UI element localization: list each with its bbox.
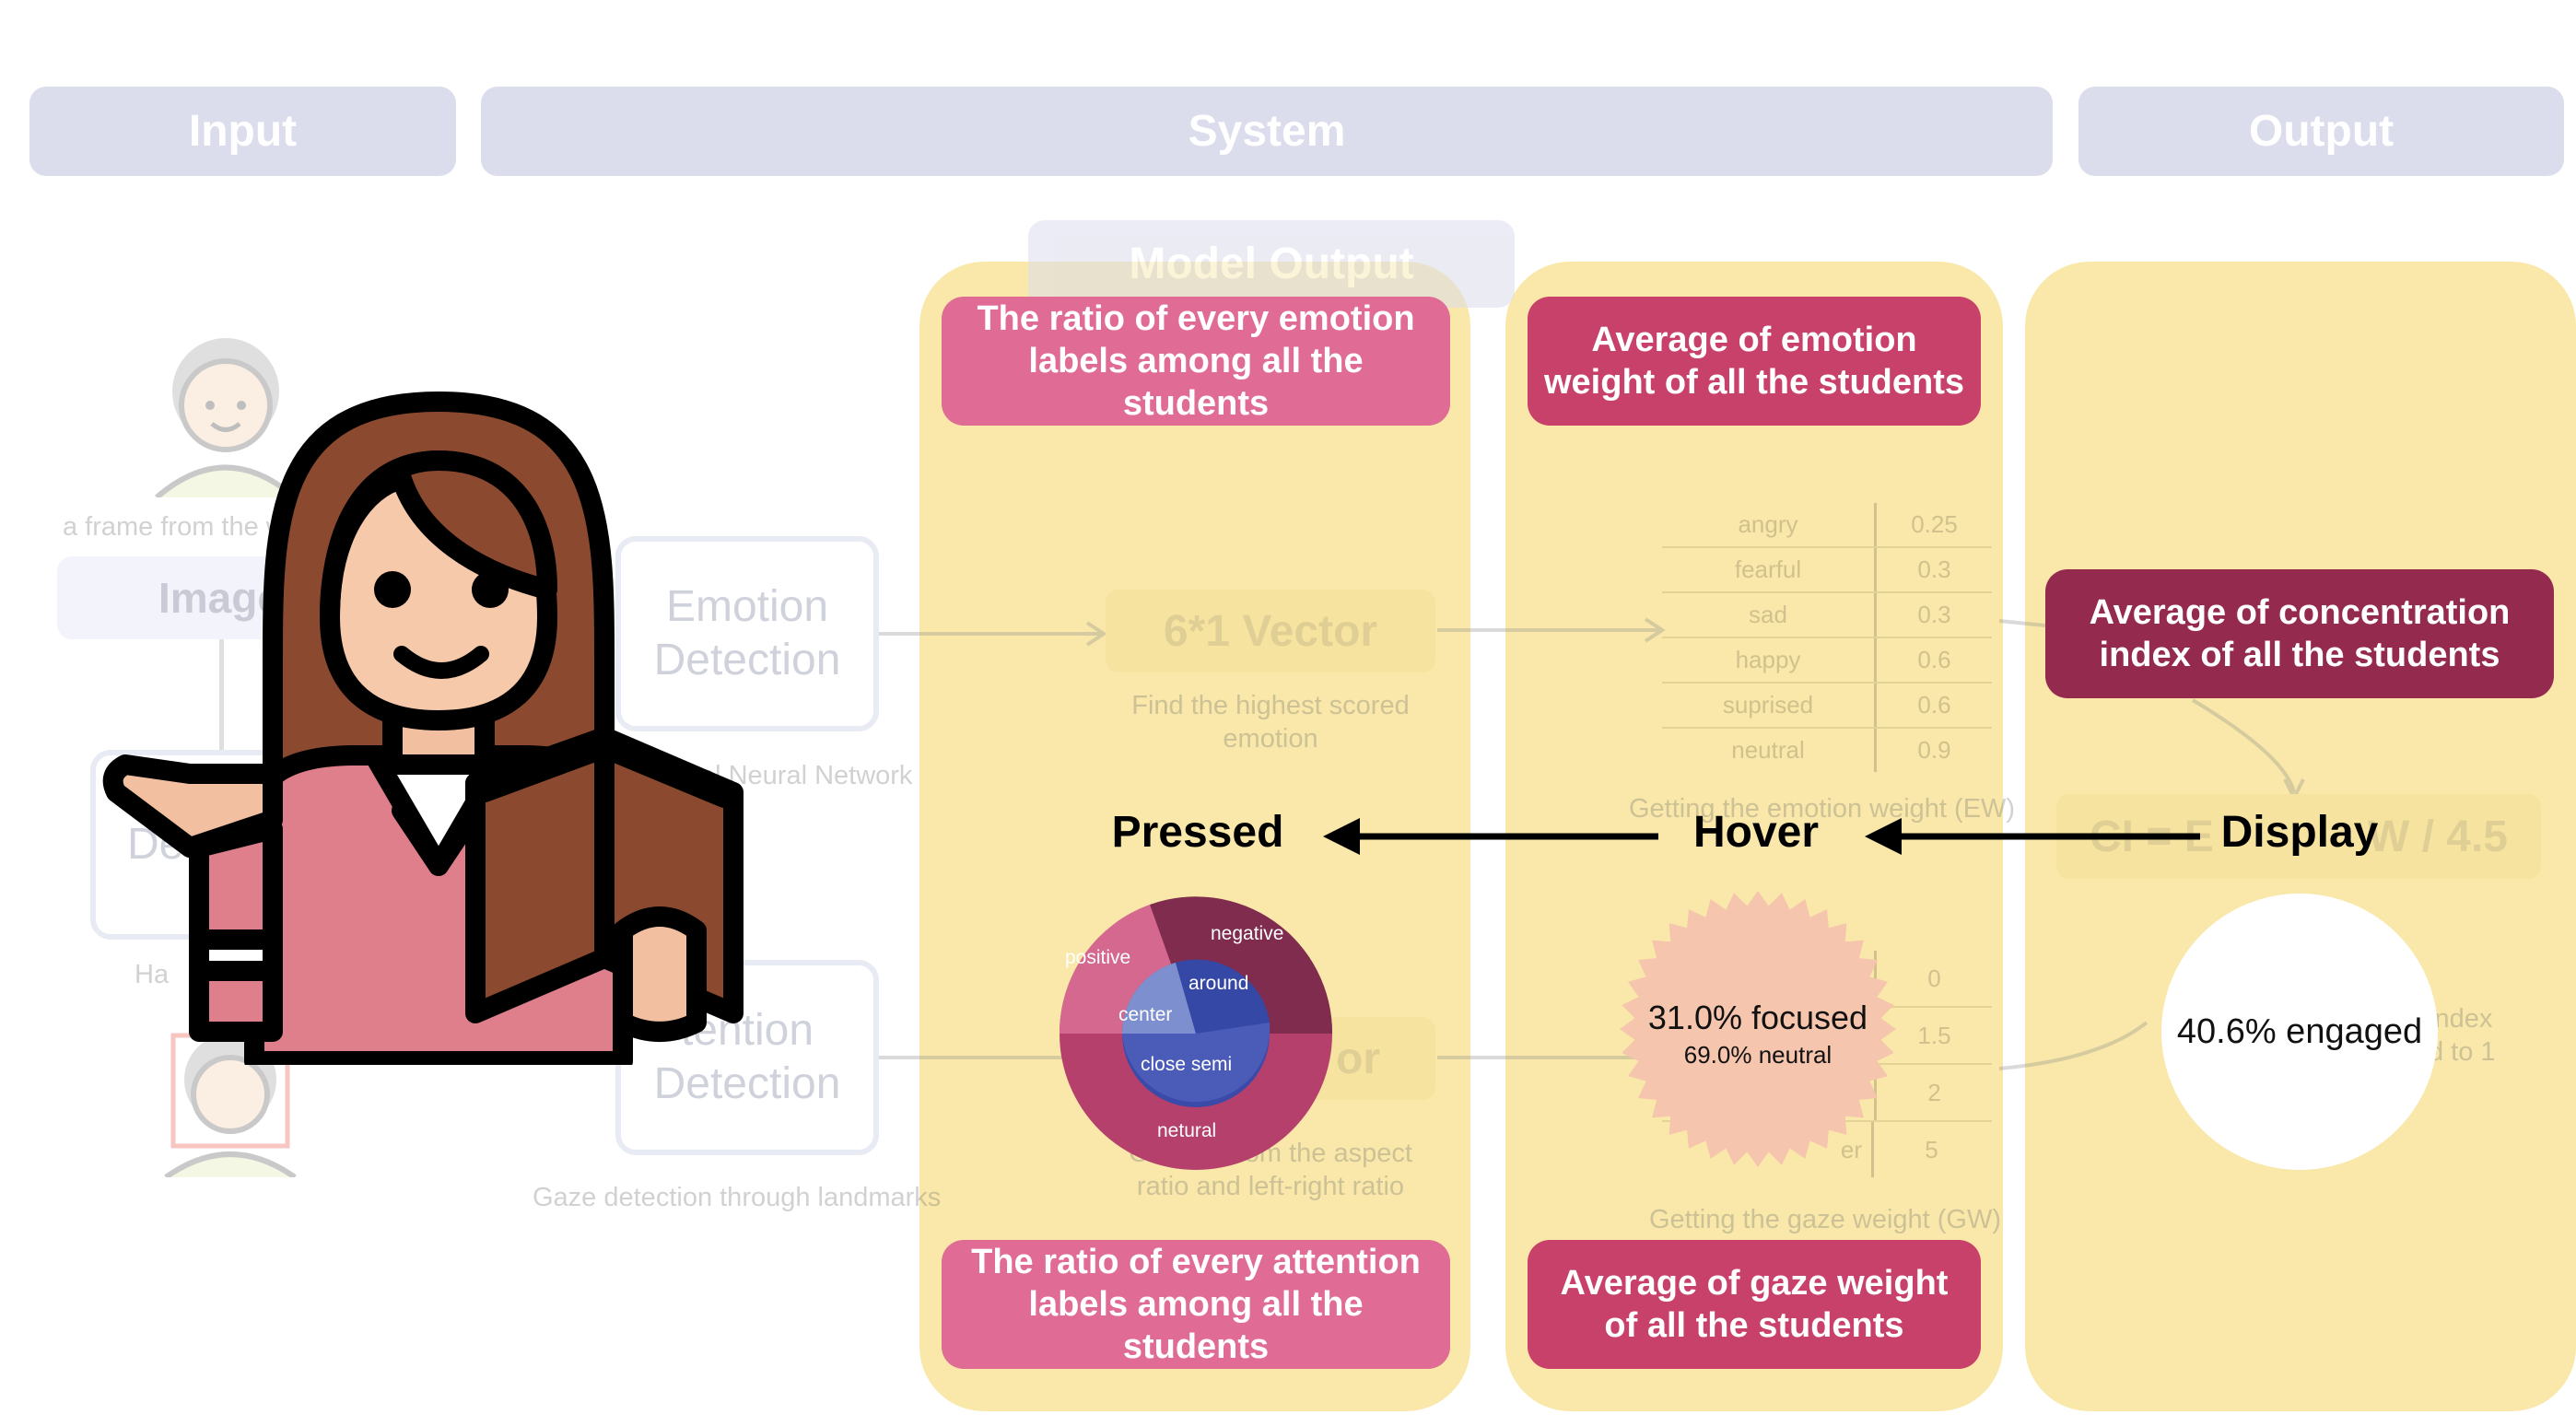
- table-cell: suprised: [1662, 684, 1877, 727]
- table-cell: 0.25: [1911, 510, 1958, 538]
- sunburst-label-around: around: [1188, 973, 1248, 994]
- table-cell: fearful: [1662, 548, 1877, 591]
- frame-caption: a frame from the w: [63, 512, 286, 542]
- avg-emotion-label: Average of emotion weight of all the stu…: [1528, 297, 1981, 426]
- sunburst-slice-around[interactable]: [1176, 959, 1270, 1034]
- sunburst-slice-close-semi[interactable]: [1122, 1023, 1270, 1103]
- table-cell: 0.3: [1917, 601, 1951, 628]
- output-header: Output: [2078, 87, 2564, 176]
- sunburst-label-positive: positive: [1065, 947, 1130, 968]
- table-row: sad 0.3: [1662, 593, 1992, 638]
- table-cell: happy: [1662, 638, 1877, 682]
- table-cell: sad: [1662, 593, 1877, 637]
- sunburst-label-center: center: [1118, 1004, 1172, 1025]
- hover-badge-starburst: [1620, 891, 1896, 1167]
- table-cell: angry: [1662, 503, 1877, 546]
- table-cell: 0.6: [1917, 691, 1951, 719]
- table-cell: 1.5: [1917, 1021, 1951, 1049]
- table-row: happy 0.6: [1662, 638, 1992, 684]
- input-header: Input: [29, 87, 456, 176]
- table-cell: 0: [1927, 964, 1941, 992]
- student-avatar-icon: [155, 338, 297, 497]
- attention-detection-caption: Gaze detection through landmarks: [533, 1183, 942, 1212]
- output-caption: index d to 1: [2429, 1002, 2496, 1069]
- vector-top-box: 6*1 Vector: [1106, 590, 1435, 672]
- output-caption-line2: d to 1: [2429, 1037, 2496, 1067]
- table-cell: 0.9: [1917, 736, 1951, 764]
- image-label: Image: [158, 574, 281, 622]
- ratio-emotion-label: The ratio of every emotion labels among …: [942, 297, 1450, 426]
- avg-concentration-label: Average of concentration index of all th…: [2045, 569, 2554, 698]
- table-cell: [1662, 1065, 1877, 1120]
- emotion-detection-box: Emotion Detection: [615, 536, 879, 731]
- emotion-weight-table: angry 0.25 fearful 0.3 sad 0.3 happy 0.6 sup…: [1662, 503, 1992, 772]
- model-output-header: Model Output: [1028, 220, 1515, 308]
- emotion-detection-label: Emotion Detection: [653, 582, 841, 684]
- hover-badge-sub: 69.0% neutral: [1683, 1041, 1832, 1069]
- gaze-table-caption: Getting the gaze weight (GW): [1649, 1205, 2001, 1234]
- ratio-attention-label: The ratio of every attention labels amon…: [942, 1240, 1450, 1369]
- sunburst-label-close-semi: close semi: [1141, 1054, 1232, 1075]
- avg-gaze-label: Average of gaze weight of all the studen…: [1528, 1240, 1981, 1369]
- display-badge-text: 40.6% engaged: [2176, 1011, 2423, 1051]
- hover-badge-text: 31.0% focused 69.0% neutral: [1620, 999, 1896, 1070]
- sunburst-label-negative: negative: [1211, 923, 1283, 944]
- output-caption-line1: index: [2429, 1004, 2493, 1034]
- vector-top-label: 6*1 Vector: [1163, 606, 1378, 656]
- table-row: angry 0.25: [1662, 503, 1992, 548]
- ci-formula-right: W / 4.5: [2367, 812, 2508, 861]
- attention-sunburst-chart[interactable]: negative positive netural around center …: [1056, 894, 1336, 1174]
- display-state-label: Display: [2220, 808, 2379, 857]
- sunburst-slice-center[interactable]: [1122, 963, 1196, 1034]
- hover-badge[interactable]: [1620, 886, 1896, 1172]
- table-cell: 0.6: [1917, 646, 1951, 673]
- table-row: suprised 0.6: [1662, 684, 1992, 729]
- table-row: er 5: [1662, 1122, 1992, 1177]
- table-cell: er: [1662, 1122, 1874, 1177]
- hover-badge-main: 31.0% focused: [1647, 999, 1868, 1036]
- vector-top-caption: Find the highest scored emotion: [1131, 691, 1410, 754]
- table-cell: [1662, 951, 1877, 1006]
- pressed-state-label: Pressed: [1111, 808, 1284, 857]
- teacher-reading-book-icon: [102, 392, 744, 1065]
- image-connector: [219, 639, 224, 750]
- vector-bottom-label: or: [1336, 1034, 1380, 1083]
- table-row: neutral 0.9: [1662, 729, 1992, 772]
- attention-detection-label: tention Detection: [653, 1006, 841, 1108]
- sunburst-label-netural: netural: [1157, 1120, 1216, 1141]
- table-cell: 0.3: [1917, 555, 1951, 583]
- table-cell: neutral: [1662, 729, 1877, 772]
- table-cell: 2: [1927, 1078, 1941, 1106]
- table-cell: 5: [1925, 1135, 1938, 1163]
- display-badge[interactable]: 40.6% engaged: [2161, 894, 2438, 1170]
- emotion-table-caption: Getting the emotion weight (EW): [1629, 794, 2016, 824]
- hover-state-label: Hover: [1692, 808, 1820, 857]
- system-header: System: [481, 87, 2053, 176]
- table-row: fearful 0.3: [1662, 548, 1992, 593]
